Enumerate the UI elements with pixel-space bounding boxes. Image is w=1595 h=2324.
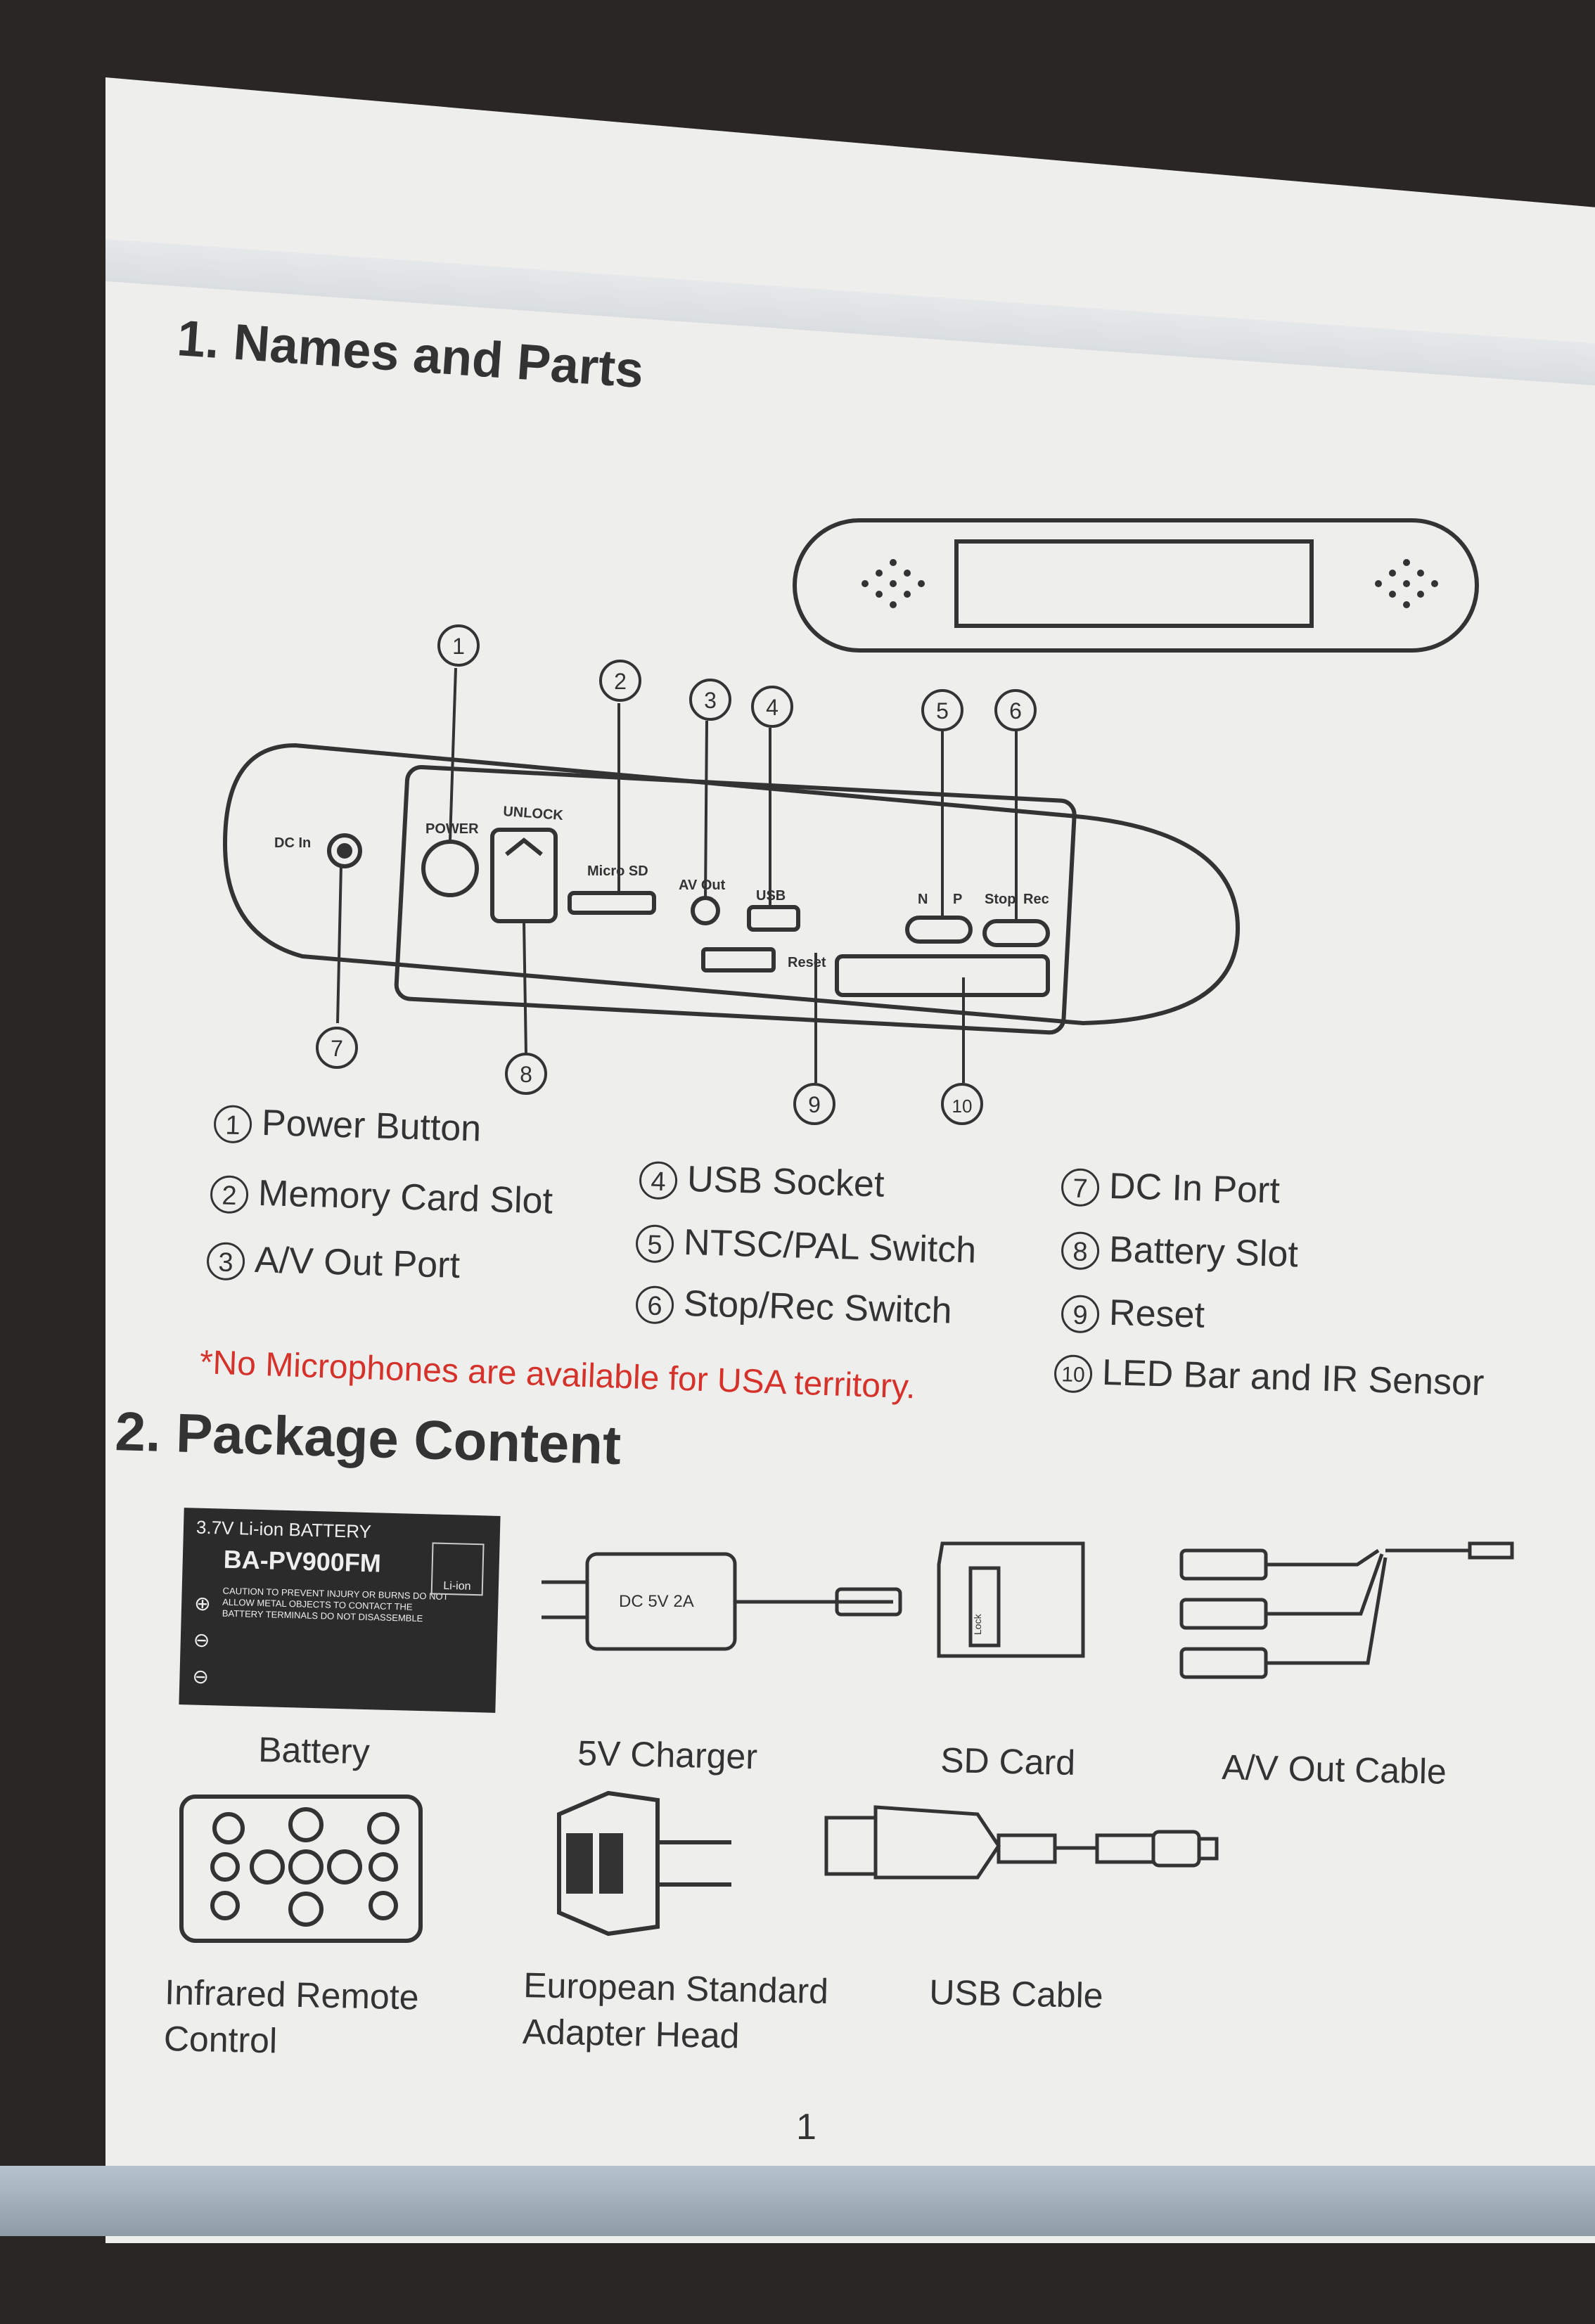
caption-sd-card: SD Card	[940, 1740, 1076, 1783]
label-p: P	[953, 892, 962, 907]
sd-lock-label: Lock	[972, 1613, 983, 1635]
usb-cable-image	[824, 1805, 1219, 1880]
callout-1: 1	[452, 634, 465, 659]
caption-battery: Battery	[257, 1729, 371, 1772]
callout-6: 6	[1009, 698, 1022, 724]
label-n: N	[918, 892, 928, 907]
manual-page	[105, 77, 1595, 2243]
callout-3: 3	[704, 688, 717, 713]
label-dc-in: DC In	[274, 835, 311, 851]
caption-charger: 5V Charger	[577, 1733, 758, 1777]
callout-9: 9	[808, 1092, 821, 1117]
device-diagram: DC In POWER UNLOCK Micro SD AV Out USB N…	[222, 518, 1479, 1125]
device-top-view	[793, 518, 1479, 653]
caption-usb-cable: USB Cable	[928, 1972, 1104, 2016]
device-ports-view	[222, 743, 1241, 1035]
callout-5: 5	[936, 698, 949, 724]
footer-bar	[0, 2166, 1595, 2236]
dc-in-port	[327, 833, 362, 868]
callout-8: 8	[520, 1062, 532, 1087]
label-av-out: AV Out	[679, 878, 726, 893]
label-rec: Rec	[1023, 892, 1049, 907]
label-power: POWER	[425, 821, 479, 837]
callout-2: 2	[614, 669, 627, 694]
package-graphics: DC 5V 2A Lock	[179, 1541, 1514, 1943]
charger-image	[542, 1552, 902, 1651]
remote-image	[179, 1795, 423, 1943]
callout-10: 10	[952, 1096, 973, 1117]
power-button-graphic	[421, 840, 479, 897]
callout-7: 7	[331, 1036, 343, 1061]
sd-card-image	[937, 1541, 1085, 1658]
page-number: 1	[796, 2107, 816, 2148]
charger-label: DC 5V 2A	[619, 1592, 694, 1611]
label-stop: Stop	[985, 892, 1016, 907]
callout-4: 4	[766, 695, 779, 720]
adapter-image	[557, 1790, 731, 1937]
caption-av-cable: A/V Out Cable	[1221, 1747, 1447, 1792]
label-reset: Reset	[788, 955, 826, 970]
av-cable-image	[1179, 1541, 1514, 1679]
label-unlock: UNLOCK	[503, 804, 564, 823]
